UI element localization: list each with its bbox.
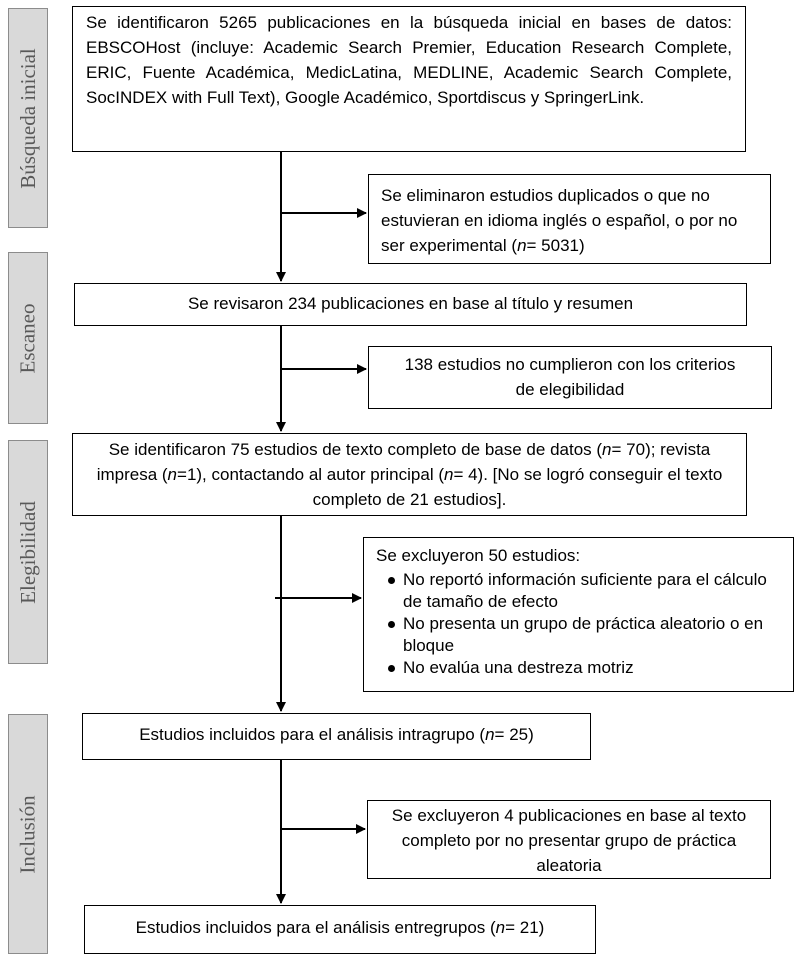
list-item: No reportó información suficiente para e… xyxy=(376,569,781,613)
text-fragment: = 25) xyxy=(494,725,534,744)
list-item: No presenta un grupo de práctica aleator… xyxy=(376,613,781,657)
text-fragment: Se identificaron 75 estudios de texto co… xyxy=(108,440,603,459)
box-excluidos-elegibilidad: 138 estudios no cumplieron con los crite… xyxy=(368,346,772,409)
box-escaneo: Se revisaron 234 publicaciones en base a… xyxy=(74,283,747,326)
box-texto-completo: Se identificaron 75 estudios de texto co… xyxy=(72,433,747,516)
list-item: No evalúa una destreza motriz xyxy=(376,657,781,679)
text-fragment: Se eliminaron estudios duplicados o que … xyxy=(381,186,738,255)
box-entregrupos: Estudios incluidos para el análisis entr… xyxy=(84,905,596,954)
n-symbol: n xyxy=(485,725,495,744)
box-excluidos-duplicados: Se eliminaron estudios duplicados o que … xyxy=(368,174,771,264)
n-symbol: n xyxy=(517,236,527,255)
box-text: Se identificaron 5265 publicaciones en l… xyxy=(86,13,732,107)
box-text: Se excluyeron 4 publicaciones en base al… xyxy=(391,806,747,875)
text-fragment: Estudios incluidos para el análisis entr… xyxy=(135,918,496,937)
text-fragment: = 21) xyxy=(505,918,545,937)
n-symbol: n xyxy=(602,440,612,459)
box-excluidos-50: Se excluyeron 50 estudios: No reportó in… xyxy=(363,537,794,692)
exclusion-title: Se excluyeron 50 estudios: xyxy=(376,546,581,565)
text-fragment: Estudios incluidos para el análisis intr… xyxy=(139,725,486,744)
text-fragment: = 5031) xyxy=(526,236,585,255)
text-fragment: =1), contactando al autor principal ( xyxy=(177,465,444,484)
n-symbol: n xyxy=(167,465,178,484)
box-busqueda-inicial: Se identificaron 5265 publicaciones en l… xyxy=(72,6,746,152)
box-text: 138 estudios no cumplieron con los crite… xyxy=(404,355,736,399)
phase-inclusion: Inclusión xyxy=(8,714,48,954)
box-intragrupo: Estudios incluidos para el análisis intr… xyxy=(82,713,591,760)
phase-busqueda-inicial: Búsqueda inicial xyxy=(8,8,48,228)
text-fragment: = 4). [No se logró conseguir el texto co… xyxy=(312,465,723,509)
exclusion-list: No reportó información suficiente para e… xyxy=(376,569,781,679)
phase-elegibilidad: Elegibilidad xyxy=(8,440,48,664)
n-symbol: n xyxy=(443,465,454,484)
n-symbol: n xyxy=(495,918,506,937)
box-excluidos-4: Se excluyeron 4 publicaciones en base al… xyxy=(367,800,771,879)
phase-escaneo: Escaneo xyxy=(8,252,48,424)
box-text: Se revisaron 234 publicaciones en base a… xyxy=(187,294,634,313)
text-fragment: = 70); revista impresa ( xyxy=(96,440,711,484)
